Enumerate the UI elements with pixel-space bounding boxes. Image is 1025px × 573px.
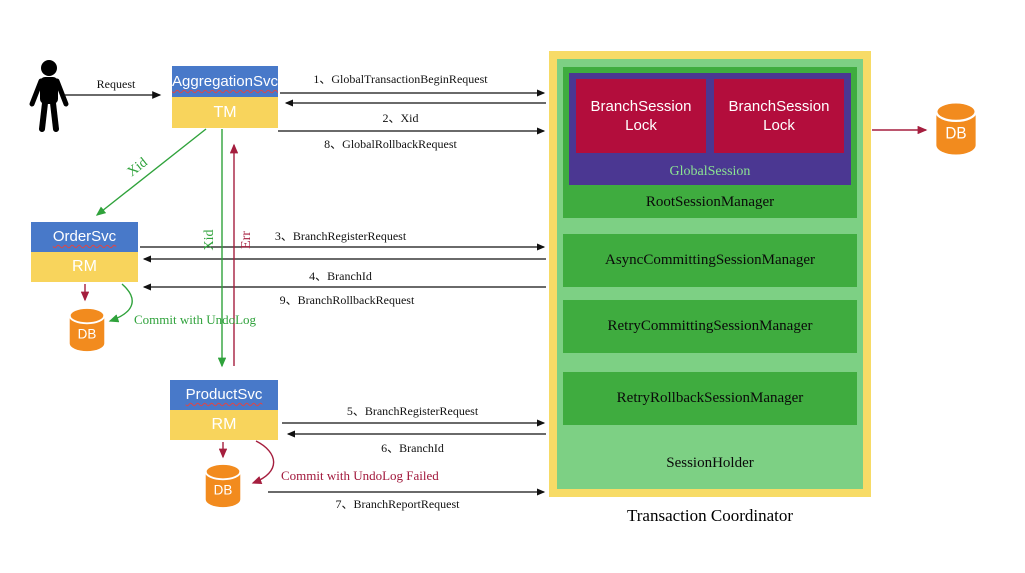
commit-undolog-arrow — [108, 283, 133, 323]
global-session-box: BranchSession Lock BranchSession Lock Gl… — [569, 73, 851, 185]
product-db-label: DB — [214, 483, 233, 498]
xid-diagonal-label: Xid — [124, 155, 151, 180]
root-session-manager-box: BranchSession Lock BranchSession Lock Gl… — [563, 67, 857, 218]
xid-diagonal-arrow — [95, 128, 207, 216]
msg-2-label: 2、Xid — [382, 111, 419, 125]
global-session-label: GlobalSession — [669, 164, 751, 179]
order-svc-role: RM — [31, 252, 138, 282]
err-vertical-label: Err — [239, 231, 254, 249]
order-svc-title: OrderSvc — [31, 222, 138, 252]
msg-8-label: 8、GlobalRollbackRequest — [324, 137, 457, 151]
order-svc-box: OrderSvc RM — [31, 222, 138, 282]
root-session-manager-label: RootSessionManager — [645, 194, 775, 210]
branch-session-lock-1: BranchSession Lock — [576, 79, 706, 153]
msg-1-label: 1、GlobalTransactionBeginRequest — [313, 72, 488, 86]
order-db-label: DB — [78, 327, 97, 342]
aggregation-svc-title: AggregationSvc — [172, 66, 278, 97]
aggregation-svc-label: AggregationSvc — [172, 73, 278, 90]
commit-undolog-label: Commit with UndoLog — [134, 312, 257, 327]
msg-6-label: 6、BranchId — [381, 441, 444, 455]
product-svc-title: ProductSvc — [170, 380, 278, 410]
msg-3-label: 3、BranchRegisterRequest — [274, 229, 407, 243]
xid-vertical-label: Xid — [202, 229, 217, 251]
coordinator-inner: BranchSession Lock BranchSession Lock Gl… — [557, 59, 863, 489]
aggregation-svc-box: AggregationSvc TM — [172, 66, 278, 128]
transaction-coordinator-caption: Transaction Coordinator — [626, 506, 794, 525]
request-label: Request — [96, 77, 136, 91]
order-db-icon: DB — [68, 306, 106, 352]
msg-5-label: 5、BranchRegisterRequest — [346, 404, 479, 418]
product-db-icon: DB — [204, 462, 242, 508]
commit-undolog-failed-label: Commit with UndoLog Failed — [281, 468, 439, 483]
session-holder-label: SessionHolder — [666, 455, 754, 471]
retry-rollback-session-manager-box: RetryRollbackSessionManager — [563, 372, 857, 425]
aggregation-svc-role: TM — [172, 97, 278, 128]
coordinator-db-icon: DB — [935, 101, 977, 155]
msg-4-label: 4、BranchId — [309, 269, 372, 283]
retry-committing-session-manager-box: RetryCommittingSessionManager — [563, 300, 857, 353]
branch-session-lock-2: BranchSession Lock — [714, 79, 844, 153]
async-committing-session-manager-box: AsyncCommittingSessionManager — [563, 234, 857, 287]
order-svc-label: OrderSvc — [52, 228, 117, 245]
msg-9-label: 9、BranchRollbackRequest — [279, 293, 415, 307]
coordinator-db-label: DB — [945, 125, 966, 143]
product-svc-box: ProductSvc RM — [170, 380, 278, 440]
commit-undolog-failed-arrow — [251, 440, 275, 484]
transaction-coordinator-box: BranchSession Lock BranchSession Lock Gl… — [549, 51, 871, 497]
user-icon — [29, 60, 69, 132]
product-svc-label: ProductSvc — [185, 386, 263, 403]
msg-7-label: 7、BranchReportRequest — [335, 497, 460, 511]
product-svc-role: RM — [170, 410, 278, 440]
